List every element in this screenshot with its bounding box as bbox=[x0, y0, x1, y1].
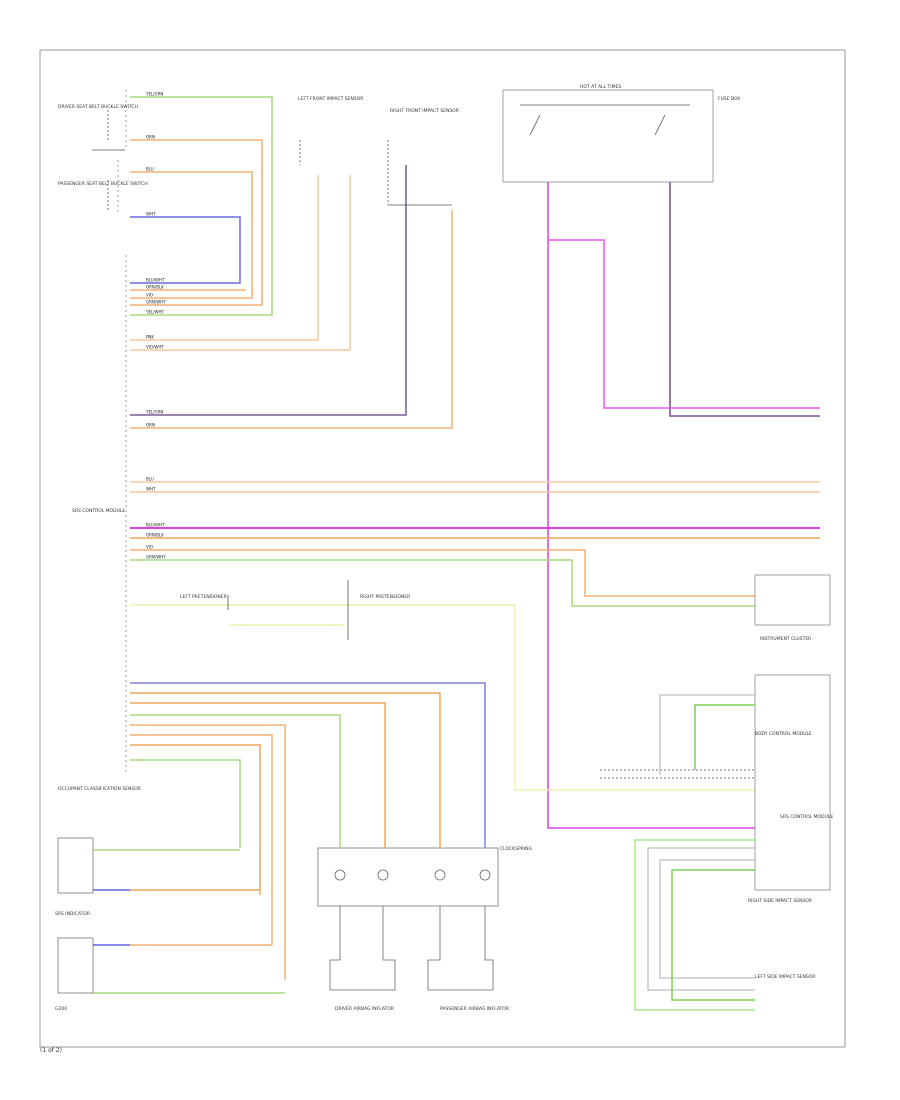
lower-bundle bbox=[130, 682, 486, 980]
fuse-switches bbox=[520, 104, 690, 136]
left-sensor-label: LEFT FRONT IMPACT SENSOR bbox=[298, 96, 363, 102]
right-side-sensor-label: RIGHT SIDE IMPACT SENSOR bbox=[748, 898, 812, 904]
wire-color-label: VIO/WHT bbox=[146, 345, 164, 350]
pass-buckle-label: PASSENGER SEAT BELT BUCKLE SWITCH bbox=[58, 181, 148, 187]
srs-module-connector bbox=[117, 90, 127, 775]
wire-color-label: PNK bbox=[146, 335, 154, 340]
fuse-box-label: FUSE BOX bbox=[718, 96, 740, 102]
wire-color-label: VIO bbox=[146, 545, 153, 550]
clockspring-outputs bbox=[329, 906, 494, 991]
driver-buckle-label: DRIVER SEAT BELT BUCKLE SWITCH bbox=[58, 104, 138, 110]
wire-color-label: ORN/BLK bbox=[146, 533, 164, 538]
wire-color-label: BLU bbox=[146, 477, 154, 482]
instrument-cluster-label: INSTRUMENT CLUSTER bbox=[760, 636, 811, 642]
warning-lamp-label: SRS INDICATOR bbox=[55, 911, 90, 917]
right-sensor-label: RIGHT FRONT IMPACT SENSOR bbox=[390, 108, 459, 114]
left-sensor-symbol bbox=[299, 140, 452, 206]
fuse-box-outline bbox=[502, 89, 714, 183]
left-side-sensor-label: LEFT SIDE IMPACT SENSOR bbox=[755, 974, 816, 980]
yellow-connector bbox=[227, 580, 349, 640]
pretensioner-l-label: LEFT PRETENSIONER bbox=[180, 594, 227, 600]
wire-color-label: YEL/GRN bbox=[145, 92, 163, 97]
occupant-sensor-1 bbox=[57, 837, 94, 894]
clockspring-coils bbox=[334, 869, 491, 881]
wire-color-label: GRN/WHT bbox=[146, 555, 166, 560]
occupant-sensor-label: OCCUPANT CLASSIFICATION SENSOR bbox=[58, 786, 141, 792]
wire-color-label: BLU/WHT bbox=[146, 523, 165, 528]
driver-buckle-switch bbox=[92, 110, 125, 210]
wire-color-label: YEL/GRN bbox=[145, 410, 163, 415]
fuse-wires bbox=[547, 182, 820, 829]
right-module-box bbox=[754, 674, 831, 891]
right-module-wires bbox=[600, 694, 755, 1011]
body-module-label: BODY CONTROL MODULE bbox=[755, 731, 812, 737]
driver-inflator-label: DRIVER AIRBAG INFLATOR bbox=[335, 1006, 394, 1012]
instrument-cluster-box bbox=[754, 574, 831, 626]
ground-label: G200 bbox=[55, 1006, 67, 1012]
pretensioner-r-label: RIGHT PRETENSIONER bbox=[360, 594, 410, 600]
srs-module-label: SRS CONTROL MODULE bbox=[72, 508, 125, 514]
occupant-sensor-2 bbox=[57, 937, 94, 994]
wire-color-label: WHT bbox=[146, 487, 156, 492]
hot-label: HOT AT ALL TIMES bbox=[580, 84, 621, 90]
wire-color-label: ORN bbox=[146, 135, 155, 140]
footer-label: (1 of 2) bbox=[40, 1047, 62, 1054]
wire-color-label: GRN/WHT bbox=[146, 300, 166, 305]
wire-color-label: BLU bbox=[146, 167, 154, 172]
clockspring-box bbox=[317, 847, 499, 907]
wire-color-label: ORN/BLK bbox=[146, 285, 164, 290]
top-left-wires bbox=[130, 96, 453, 429]
pass-inflator-label: PASSENGER AIRBAG INFLATOR bbox=[440, 1006, 509, 1012]
diagram-frame bbox=[39, 49, 846, 1048]
wire-color-label: VIO bbox=[146, 293, 153, 298]
clockspring-label: CLOCKSPRING bbox=[500, 846, 533, 852]
wire-color-labels: YEL/GRN ORN BLU WHT BLU/WHT ORN/BLK VIO GRN/WHT… bbox=[145, 92, 166, 560]
occupant-wires bbox=[93, 849, 285, 994]
right-module-label: SRS CONTROL MODULE bbox=[780, 814, 833, 820]
wire-color-label: ORN bbox=[146, 423, 155, 428]
wire-color-label: YEL/WHT bbox=[145, 310, 165, 315]
wire-color-label: BLU/WHT bbox=[146, 278, 165, 283]
wire-color-label: WHT bbox=[146, 212, 156, 217]
bus-wires bbox=[130, 481, 820, 791]
